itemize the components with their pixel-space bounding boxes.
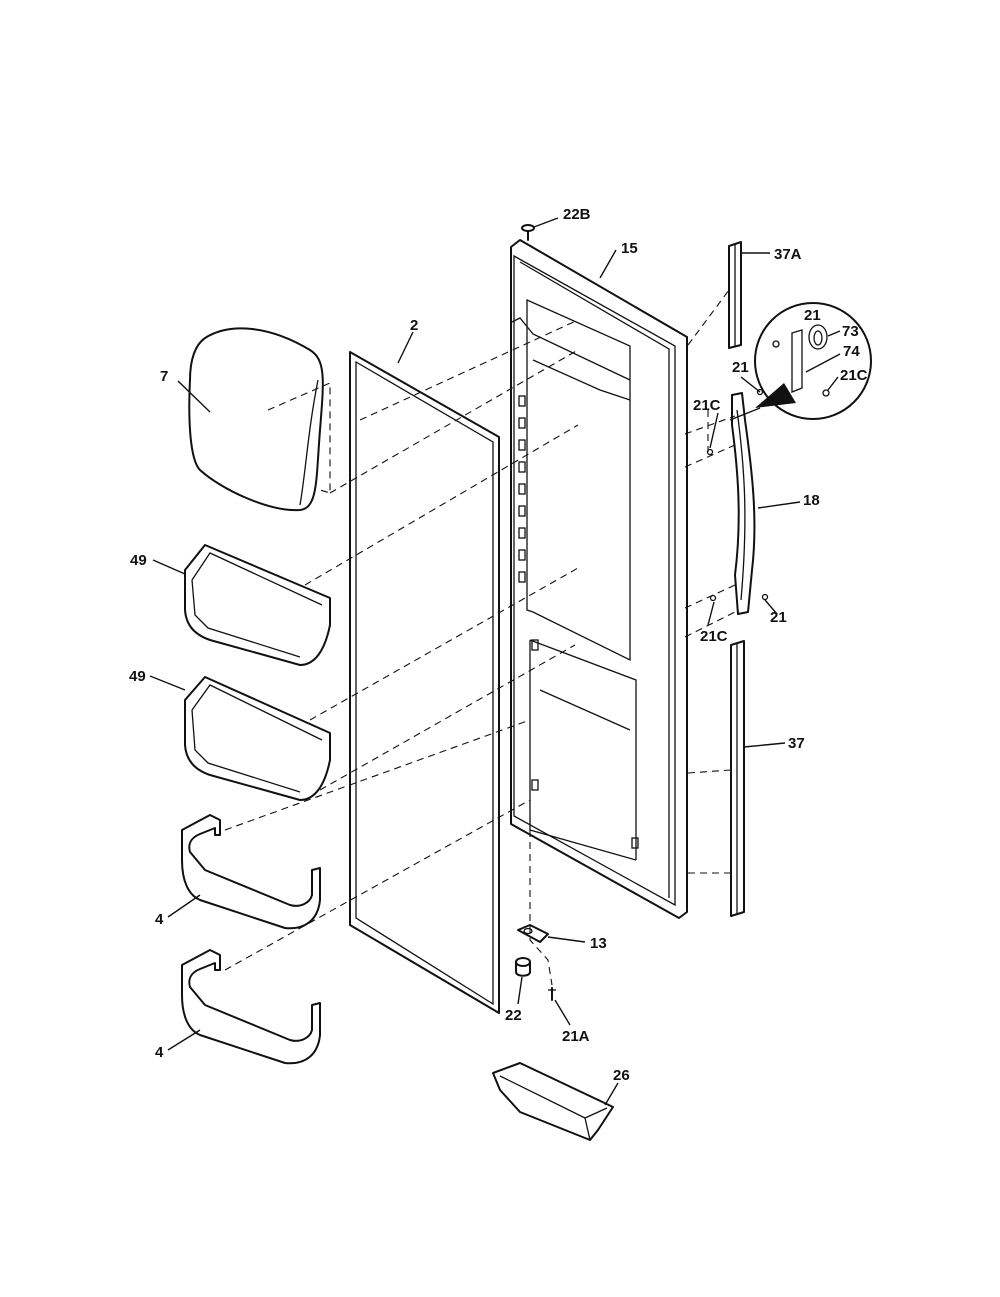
- label-13: 13: [590, 935, 607, 952]
- label-7: 7: [160, 368, 168, 385]
- label-4-upper: 4: [155, 911, 164, 928]
- leader-lines: [149, 217, 841, 1106]
- label-73: 73: [842, 323, 859, 340]
- callout-labels: 22B 15 2 7 37A 21 73 74 21C 21 21C 18 49…: [129, 206, 868, 1084]
- door-bin-upper: [184, 544, 331, 666]
- shelf-bin-lower-1: [181, 814, 321, 930]
- label-22: 22: [505, 1007, 522, 1024]
- label-37a: 37A: [774, 246, 802, 263]
- hinge-bushing: [515, 957, 531, 977]
- shelf-notches: [518, 395, 639, 849]
- handle-screws: [706, 388, 769, 602]
- label-49-lower: 49: [129, 668, 146, 685]
- detail-circle: [729, 302, 872, 421]
- label-4-lower: 4: [155, 1044, 164, 1061]
- handle-trim-upper: [728, 241, 742, 349]
- door-bin-middle: [184, 676, 331, 801]
- label-21a: 21A: [562, 1028, 590, 1045]
- label-21-upper: 21: [732, 359, 749, 376]
- label-74: 74: [843, 343, 860, 360]
- label-21-lower: 21: [770, 609, 787, 626]
- label-21c-detail: 21C: [840, 367, 868, 384]
- label-49-upper: 49: [130, 552, 147, 569]
- label-37: 37: [788, 735, 805, 752]
- hinge-bracket: [517, 924, 549, 943]
- label-22b: 22B: [563, 206, 591, 223]
- label-21c-lower: 21C: [700, 628, 728, 645]
- label-15: 15: [621, 240, 638, 257]
- handle-trim-lower: [730, 640, 745, 917]
- hinge-pin-top: [521, 224, 535, 241]
- door-handle: [731, 392, 756, 615]
- label-2: 2: [410, 317, 418, 334]
- assembly-lines: [224, 289, 736, 986]
- label-18: 18: [803, 492, 820, 509]
- bottom-tray: [492, 1062, 614, 1141]
- shelf-bin-lower-2: [181, 949, 321, 1065]
- dairy-compartment: [188, 327, 324, 512]
- door-assembly: [510, 239, 688, 919]
- screw-21a: [548, 987, 556, 1001]
- label-21-detail: 21: [804, 307, 821, 324]
- door-gasket: [349, 351, 500, 1014]
- label-21c-upper: 21C: [693, 397, 721, 414]
- label-26: 26: [613, 1067, 630, 1084]
